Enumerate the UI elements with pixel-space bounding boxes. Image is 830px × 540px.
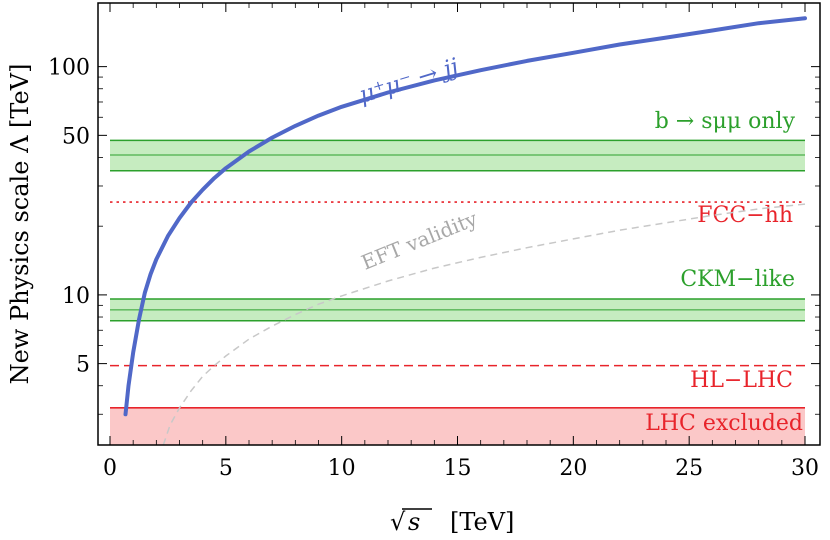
eft-validity-curve — [162, 203, 806, 446]
mumu-jj-curve — [123, 16, 807, 417]
band-b-s-only-label: b → sμμ only — [655, 109, 796, 134]
y-tick-label-5: 5 — [76, 353, 90, 378]
y-axis-label: New Physics scale Λ [TeV] — [6, 64, 34, 385]
x-axis-label: √ s [TeV] — [390, 508, 514, 536]
x-axis-label-radical: √ — [390, 508, 406, 536]
x-tick-label-30: 30 — [791, 456, 819, 481]
lhc-excluded-label: LHC excluded — [645, 411, 803, 436]
y-tick-label-10: 10 — [62, 284, 90, 309]
x-tick-label-0: 0 — [103, 456, 117, 481]
x-tick-label-10: 10 — [328, 456, 356, 481]
eft-validity-label: EFT validity — [358, 206, 481, 274]
hline-hl-lhc-label: HL−LHC — [690, 368, 793, 393]
y-tick-label-100: 100 — [48, 56, 90, 81]
band-ckm-like-label: CKM−like — [680, 267, 795, 292]
x-axis-label-unit: [TeV] — [450, 508, 514, 536]
plot-frame — [97, 2, 821, 446]
y-tick-label-50: 50 — [62, 124, 90, 149]
mumu-jj-label: μ⁺μ⁻ → jj — [356, 54, 461, 109]
x-tick-label-15: 15 — [444, 456, 472, 481]
x-tick-label-25: 25 — [675, 456, 703, 481]
x-tick-label-20: 20 — [559, 456, 587, 481]
x-tick-label-5: 5 — [219, 456, 233, 481]
band-b-s-only-fill — [110, 140, 805, 171]
x-axis-label-var: s — [408, 508, 420, 536]
